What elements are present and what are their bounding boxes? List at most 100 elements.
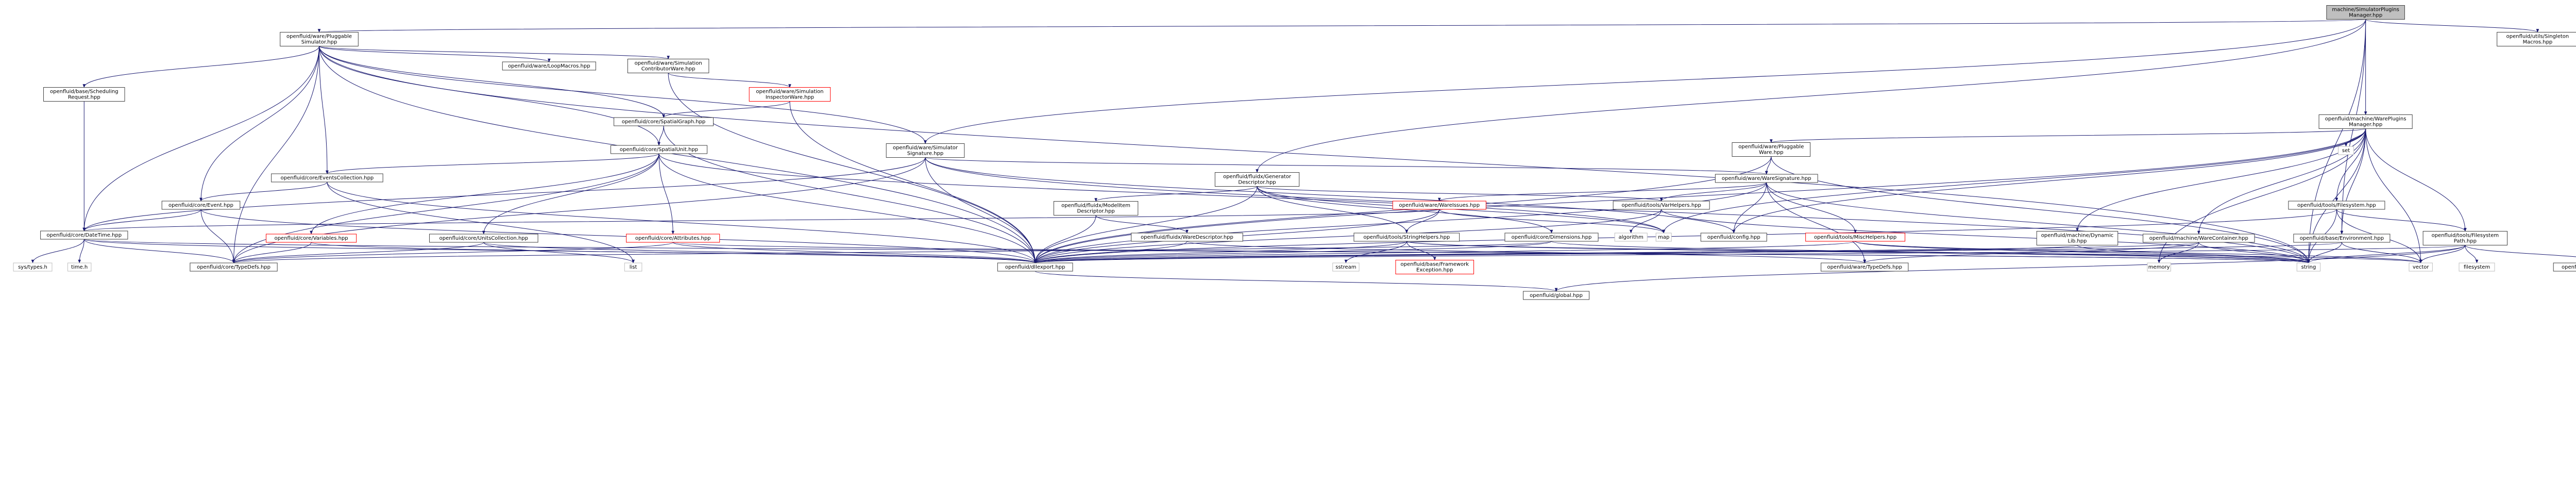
include-edge bbox=[83, 239, 2310, 263]
include-edge bbox=[1033, 182, 1767, 263]
include-edge bbox=[2365, 19, 2539, 33]
node-label: openfluid/core/DateTime.hpp bbox=[46, 233, 122, 238]
graph-node-event[interactable]: openfluid/core/Event.hpp bbox=[161, 201, 241, 210]
graph-node-global[interactable]: openfluid/global.hpp bbox=[1523, 291, 1590, 300]
graph-node-datetime[interactable]: openfluid/core/DateTime.hpp bbox=[40, 230, 128, 240]
include-edge bbox=[2307, 128, 2366, 263]
node-box bbox=[40, 230, 128, 240]
graph-node-config[interactable]: openfluid/config.hpp bbox=[1700, 233, 1767, 242]
node-label: openfluid/utils/Singleton bbox=[2506, 34, 2569, 40]
node-box bbox=[627, 59, 709, 73]
include-edge bbox=[1033, 215, 1096, 263]
graph-node-contributor[interactable]: openfluid/ware/SimulationContributorWare… bbox=[627, 59, 709, 73]
node-label: openfluid/machine/Dynamic bbox=[2041, 233, 2114, 239]
node-label: openfluid/base/Environment.hpp bbox=[2300, 236, 2384, 241]
graph-node-mischelpers[interactable]: openfluid/tools/MiscHelpers.hpp bbox=[1805, 233, 1906, 242]
graph-node-loop-macros[interactable]: openfluid/ware/LoopMacros.hpp bbox=[502, 61, 596, 71]
node-box bbox=[2409, 262, 2433, 272]
include-edge bbox=[1405, 209, 1440, 234]
graph-node-environment[interactable]: openfluid/base/Environment.hpp bbox=[2293, 234, 2391, 243]
include-edge bbox=[1855, 241, 2422, 263]
graph-node-unitscoll[interactable]: openfluid/core/UnitsCollection.hpp bbox=[429, 234, 538, 243]
node-box bbox=[2318, 114, 2413, 129]
graph-node-dimensions[interactable]: openfluid/core/Dimensions.hpp bbox=[1504, 233, 1599, 242]
node-label: Descriptor.hpp bbox=[1238, 180, 1276, 186]
node-label: openfluid/core/Attributes.hpp bbox=[635, 236, 711, 241]
include-edge bbox=[658, 153, 1665, 234]
include-edge bbox=[1555, 245, 2466, 292]
graph-node-variables[interactable]: openfluid/core/Variables.hpp bbox=[266, 234, 357, 243]
graph-node-filesystem[interactable]: openfluid/tools/Filesystem.hpp bbox=[2288, 201, 2385, 210]
node-label: openfluid/ware/LoopMacros.hpp bbox=[508, 63, 590, 69]
include-edge bbox=[2197, 128, 2366, 235]
include-edge bbox=[199, 181, 328, 202]
graph-node-warecontainer[interactable]: openfluid/machine/WareContainer.hpp bbox=[2143, 234, 2255, 243]
graph-node-time-h: time.h bbox=[67, 262, 92, 272]
graph-node-cpplang[interactable]: openfluid/utils/CppLangHelpers.hpp bbox=[2553, 262, 2576, 272]
include-edge bbox=[925, 157, 1735, 234]
include-edge bbox=[326, 153, 659, 174]
include-edge bbox=[1766, 182, 2310, 263]
graph-node-typedefs-ware[interactable]: openfluid/ware/TypeDefs.hpp bbox=[1821, 262, 1909, 272]
include-edge bbox=[2465, 245, 2576, 257]
include-edge bbox=[1855, 241, 2310, 263]
include-edge bbox=[1095, 215, 1189, 234]
graph-node-varhelpers[interactable]: openfluid/tools/VarHelpers.hpp bbox=[1613, 201, 1710, 210]
node-label: openfluid/tools/VarHelpers.hpp bbox=[1621, 203, 1701, 208]
include-edge bbox=[310, 153, 659, 235]
node-box bbox=[1700, 233, 1767, 242]
node-label: vector bbox=[2413, 264, 2430, 270]
graph-node-spatialgraph[interactable]: openfluid/core/SpatialGraph.hpp bbox=[614, 117, 714, 126]
node-box bbox=[2338, 146, 2354, 155]
graph-node-typedefs-core[interactable]: openfluid/core/TypeDefs.hpp bbox=[190, 262, 278, 272]
node-label: memory bbox=[2148, 264, 2170, 270]
node-label: openfluid/config.hpp bbox=[1707, 235, 1760, 240]
include-edge bbox=[2335, 128, 2366, 202]
graph-node-spatialunit[interactable]: openfluid/core/SpatialUnit.hpp bbox=[610, 145, 707, 154]
node-label: InspectorWare.hpp bbox=[766, 95, 814, 101]
node-box bbox=[161, 201, 241, 210]
include-edge bbox=[1033, 241, 1188, 263]
include-edge bbox=[668, 73, 791, 88]
node-label: openfluid/tools/Filesystem bbox=[2432, 233, 2499, 239]
node-label: openfluid/ware/Simulator bbox=[893, 145, 958, 151]
node-box bbox=[1613, 201, 1710, 210]
include-edge bbox=[1034, 242, 2199, 263]
include-edge bbox=[1033, 241, 1552, 263]
node-label: openfluid/core/EventsCollection.hpp bbox=[281, 175, 374, 181]
graph-node-eventscoll[interactable]: openfluid/core/EventsCollection.hpp bbox=[271, 173, 383, 183]
node-label: openfluid/machine/WarePlugins bbox=[2325, 117, 2406, 122]
graph-node-dllexport[interactable]: openfluid/dllexport.hpp bbox=[997, 262, 1073, 272]
include-edge bbox=[1257, 186, 1409, 234]
node-box bbox=[626, 234, 720, 243]
graph-node-wareissues[interactable]: openfluid/ware/WareIssues.hpp bbox=[1392, 201, 1486, 210]
node-label: openfluid/core/UnitsCollection.hpp bbox=[439, 236, 528, 241]
graph-node-inspector[interactable]: openfluid/ware/SimulationInspectorWare.h… bbox=[749, 87, 831, 102]
graph-node-strhelpers[interactable]: openfluid/tools/StringHelpers.hpp bbox=[1353, 233, 1460, 242]
include-edge bbox=[2341, 242, 2422, 263]
include-edge bbox=[311, 242, 1037, 263]
include-edge bbox=[1187, 241, 1866, 263]
node-box bbox=[1392, 201, 1486, 210]
graph-node-waresig[interactable]: openfluid/ware/WareSignature.hpp bbox=[1715, 174, 1818, 183]
graph-node-waredesc[interactable]: openfluid/fluidx/WareDescriptor.hpp bbox=[1131, 233, 1243, 242]
graph-node-filesystem-std: filesystem bbox=[2459, 262, 2495, 272]
include-edge bbox=[925, 157, 1768, 175]
node-box bbox=[266, 234, 357, 243]
include-edge bbox=[482, 153, 659, 235]
include-edge bbox=[319, 46, 2310, 263]
include-edge bbox=[82, 209, 201, 231]
graph-node-attributes[interactable]: openfluid/core/Attributes.hpp bbox=[626, 234, 720, 243]
